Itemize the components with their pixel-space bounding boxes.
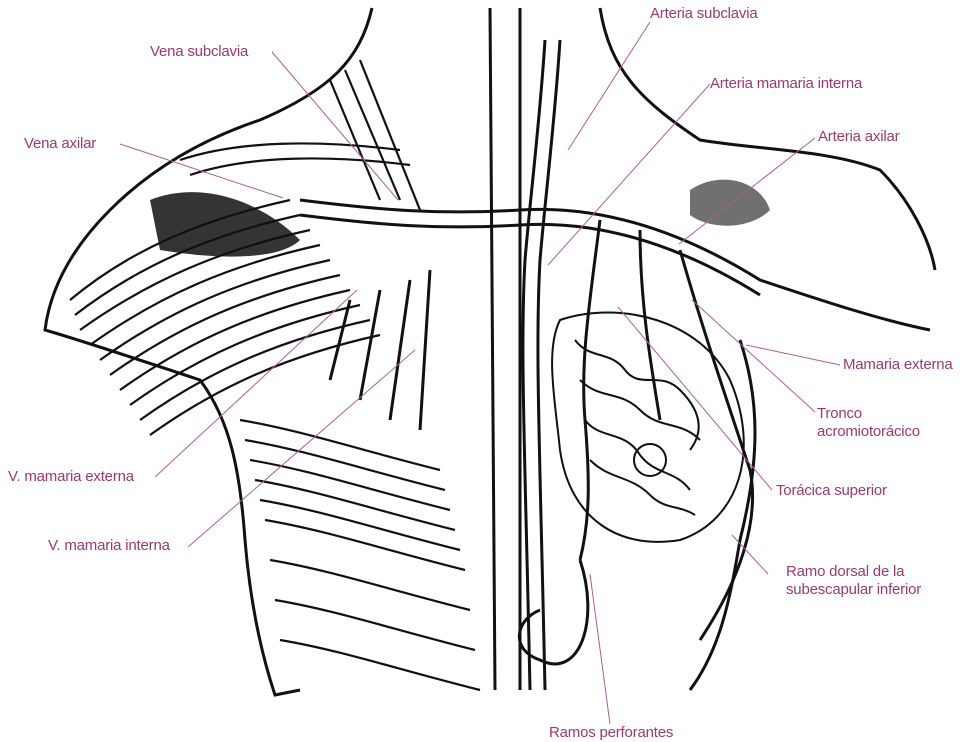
label-ramo-dorsal: Ramo dorsal de la subescapular inferior (786, 563, 921, 599)
label-arteria-mamaria-interna: Arteria mamaria interna (710, 75, 862, 93)
label-arteria-axilar: Arteria axilar (818, 128, 899, 146)
leader-ramos-perforantes (590, 574, 610, 724)
label-arteria-subclavia: Arteria subclavia (650, 5, 757, 23)
label-vena-axilar: Vena axilar (24, 135, 96, 153)
label-toracica-superior: Torácica superior (776, 482, 887, 500)
leader-vena-axilar (120, 144, 283, 198)
label-tronco-acromiotoracico: Tronco acromiotorácico (817, 405, 920, 441)
leader-toracica-superior (618, 307, 772, 490)
leader-lines (120, 22, 840, 724)
label-v-mamaria-interna: V. mamaria interna (48, 537, 170, 555)
label-v-mamaria-externa: V. mamaria externa (8, 468, 134, 486)
label-ramos-perforantes: Ramos perforantes (549, 724, 673, 742)
label-mamaria-externa: Mamaria externa (843, 356, 953, 374)
label-vena-subclavia: Vena subclavia (150, 43, 248, 61)
muscle-fibers (70, 60, 480, 690)
pectoral-mass (150, 180, 770, 257)
leader-v-mamaria-interna (188, 350, 415, 547)
